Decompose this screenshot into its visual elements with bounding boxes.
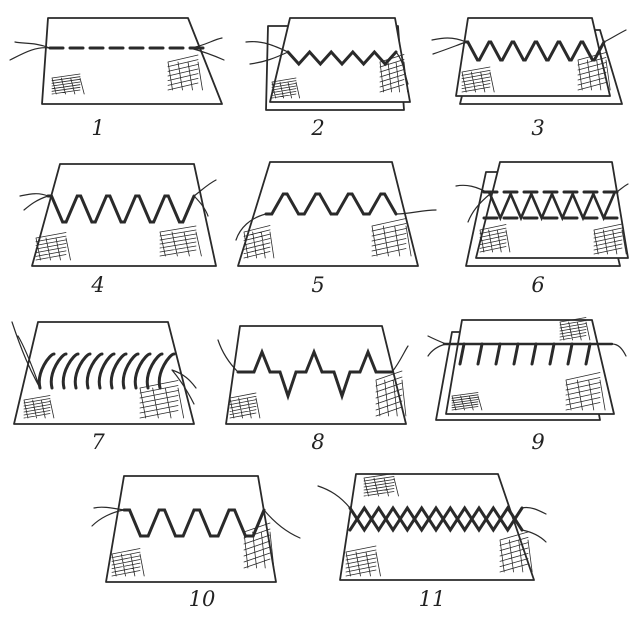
panel-label-11: 11 [418, 587, 446, 611]
thread-end [171, 369, 197, 405]
panel-label-2: 2 [311, 116, 325, 140]
panel-9-edge-overcast-stitch [427, 317, 627, 421]
panel-label-9: 9 [531, 430, 545, 454]
cross-lattice-stitch-line [348, 505, 524, 533]
thread-end [427, 335, 447, 357]
panel-label-10: 10 [188, 587, 216, 611]
fabric-texture [243, 225, 275, 259]
trapezoid-stitch-line [464, 40, 606, 62]
thread-end [395, 209, 437, 215]
panel-label-3: 3 [531, 116, 545, 140]
panel-6-tacking-stitch [455, 161, 629, 267]
fabric-texture [271, 77, 300, 99]
edge-overcast-stitch [584, 342, 592, 366]
fabric-texture [229, 392, 261, 419]
panel-7-overcast-stitch [11, 321, 197, 425]
edge-overcast-stitch [548, 342, 556, 366]
fabric-texture [371, 218, 412, 257]
fabric-texture [23, 395, 55, 419]
thread-end [611, 343, 627, 357]
fabric-texture [451, 392, 483, 411]
fabric-sheet [31, 163, 217, 267]
fabric-texture [363, 473, 399, 497]
fabric-sheet [13, 321, 195, 425]
edge-overcast-stitch [512, 342, 520, 366]
fabric-texture [159, 225, 202, 257]
thread-end [189, 37, 225, 61]
panel-1-running-stitch [9, 17, 225, 105]
panel-10-square-wave-stitch [91, 475, 301, 583]
panel-label-1: 1 [91, 116, 105, 140]
tacking-stitch-line [488, 190, 616, 222]
fabric-texture [35, 232, 71, 261]
thread-end [19, 193, 49, 211]
panel-label-7: 7 [91, 430, 105, 454]
panel-label-5: 5 [311, 273, 325, 297]
thread-end [245, 41, 289, 65]
thread-end [9, 41, 51, 61]
fabric-texture [559, 317, 591, 341]
fabric-sheet [225, 325, 407, 425]
fabric-texture [167, 54, 203, 91]
fabric-texture [593, 223, 627, 255]
square-wave-stitch-line [122, 508, 266, 538]
trapezoid-stitch-line [264, 192, 398, 216]
overcast-stitch-loops [37, 352, 176, 390]
fabric-texture [461, 66, 495, 93]
panel-4-trapezoid-stitch [19, 163, 217, 267]
thread-end [235, 213, 267, 241]
spike-stitch-line [236, 347, 394, 401]
fabric-texture [345, 545, 381, 577]
edge-overcast-stitch [476, 342, 484, 366]
fabric-texture [499, 531, 533, 573]
thread-end [91, 506, 125, 527]
fabric-texture [51, 73, 85, 95]
fabric-texture [111, 548, 145, 577]
zigzag-stitch-line [286, 49, 398, 67]
fabric-sheet [41, 17, 223, 105]
fabric-texture [565, 372, 606, 411]
thread-end [11, 321, 41, 389]
trapezoid-stitch-line [46, 194, 196, 224]
thread-end [521, 506, 547, 543]
edge-overcast-stitch [494, 342, 502, 366]
panel-8-spike-stitch [217, 325, 409, 425]
edge-overcast-stitch [458, 342, 466, 366]
fabric-sheet [237, 161, 419, 267]
thread-end [217, 339, 239, 373]
cross-lattice-stitch-line [348, 505, 524, 533]
panel-label-8: 8 [311, 430, 325, 454]
thread-end [455, 184, 491, 223]
panel-11-cross-lattice-stitch [317, 473, 547, 581]
panel-label-4: 4 [91, 273, 105, 297]
thread-end [263, 509, 301, 539]
thread-end [317, 485, 351, 509]
thread-end [613, 183, 629, 195]
thread-end [391, 345, 409, 373]
thread-end [395, 51, 409, 85]
fabric-sheet [455, 17, 611, 97]
thread-end [431, 37, 467, 55]
fabric-sheet [105, 475, 277, 583]
edge-overcast-stitch [566, 342, 574, 366]
panel-5-trapezoid-stitch [235, 161, 437, 267]
fabric-texture [479, 224, 511, 253]
panel-label-6: 6 [531, 273, 545, 297]
panel-2-zigzag-stitch [245, 17, 411, 111]
thread-end [193, 179, 217, 217]
edge-overcast-stitch [530, 342, 538, 366]
fabric-sheet [475, 161, 629, 259]
panel-3-trapezoid-stitch [431, 17, 627, 105]
fabric-texture [375, 370, 407, 417]
thread-end [603, 29, 627, 43]
